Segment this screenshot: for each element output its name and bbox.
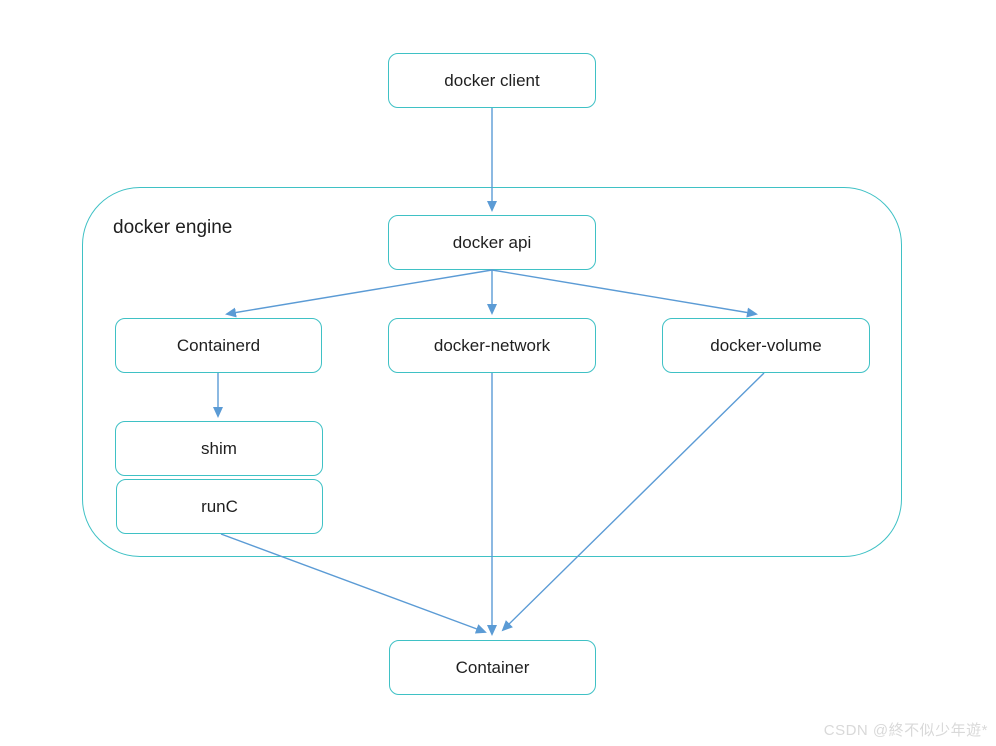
node-containerd: Containerd [115,318,322,373]
runc-label: runC [201,496,238,516]
node-docker-api: docker api [388,215,596,270]
docker-client-label: docker client [444,70,540,90]
node-shim: shim [115,421,323,476]
node-container: Container [389,640,596,695]
node-docker-volume: docker-volume [662,318,870,373]
docker-volume-label: docker-volume [710,335,822,355]
docker-network-label: docker-network [433,335,551,355]
containerd-label: Containerd [176,335,261,355]
watermark: CSDN @終不似少年遊* [823,722,988,739]
node-docker-network: docker-network [388,318,596,373]
container-label: Container [455,657,530,677]
docker-engine-label: docker engine [113,217,233,238]
node-docker-client: docker client [388,53,596,108]
node-runc: runC [116,479,323,534]
docker-api-label: docker api [452,232,532,252]
shim-label: shim [201,438,237,458]
